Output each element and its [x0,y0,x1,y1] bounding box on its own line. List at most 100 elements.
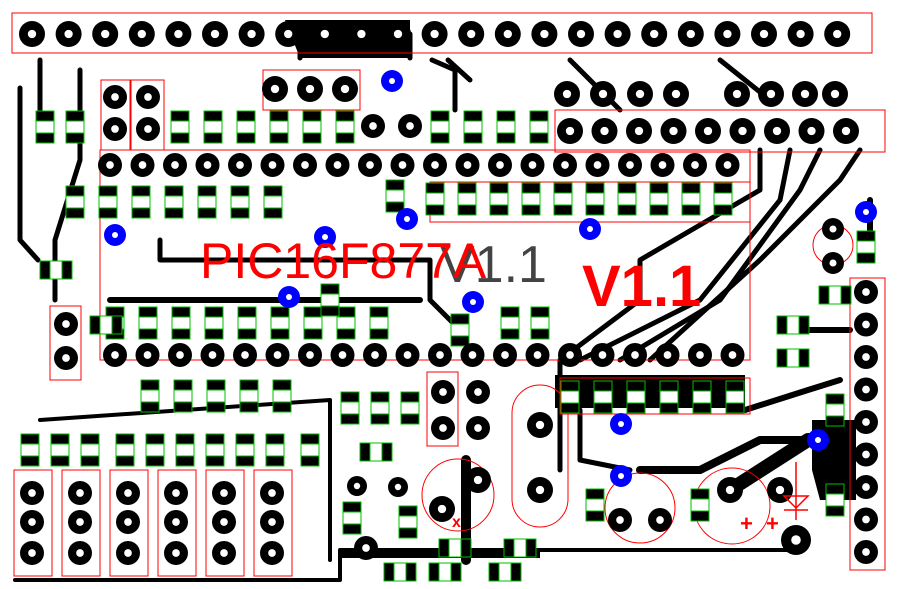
smd-component [235,433,255,467]
smd-component [203,110,223,144]
smd-component [503,538,537,558]
copper-trace [617,147,823,363]
through-hole-pad [627,81,653,107]
through-hole-pad [854,312,878,337]
through-hole-pad [604,21,631,47]
through-hole-pad [751,21,777,47]
through-hole-pad [553,153,577,177]
through-hole-pad [558,343,582,367]
through-hole-pad [212,541,236,565]
smd-component [270,306,290,340]
smd-component [383,562,417,582]
silk-outline [11,12,873,54]
smd-component [585,182,605,216]
through-hole-pad [260,153,285,177]
copper-trace [742,377,843,413]
through-hole-pad [116,541,140,565]
smd-component [529,110,549,144]
smd-component [530,306,550,340]
smd-component [659,380,679,414]
through-hole-pad [650,153,675,177]
through-hole-pad [568,21,594,47]
smd-component [265,433,285,467]
smd-component [230,185,250,219]
through-hole-pad [688,343,712,367]
through-hole-pad [531,21,558,47]
through-hole-pad [758,81,784,107]
through-hole-pad [431,380,455,404]
copper-trace [647,147,863,363]
through-hole-pad [781,525,811,555]
through-hole-pad [103,343,127,367]
smd-component [39,260,73,280]
smd-component [369,306,389,340]
through-hole-pad [854,345,878,369]
through-hole-pad [347,476,367,496]
via-hole [470,299,476,305]
through-hole-pad [20,541,44,565]
via-hole [618,473,624,479]
smd-component [145,433,165,467]
smd-component [681,182,701,216]
silk-outline [559,377,751,415]
through-hole-pad [527,412,553,438]
through-hole-pad [311,21,338,47]
through-hole-pad [212,481,236,505]
copper-trace [723,433,815,497]
through-hole-pad [330,343,355,367]
smd-component [500,306,520,340]
through-hole-pad [525,343,550,367]
through-hole-pad [54,312,78,336]
through-hole-pad [660,118,687,144]
smd-component [385,179,405,213]
through-hole-pad [325,153,350,177]
diode-symbol [782,462,810,520]
smd-component [340,391,360,425]
through-hole-pad [623,343,647,367]
smd-component [302,110,322,144]
through-hole-pad [554,81,580,107]
silk-outline [61,469,101,577]
through-hole-pad [233,343,257,367]
through-hole-pad [168,343,192,367]
smd-component [335,110,355,144]
smd-component [370,391,390,425]
smd-component [164,185,184,219]
through-hole-pad [488,153,512,177]
silk-outline [554,109,886,153]
through-hole-pad [428,343,452,367]
through-hole-pad [591,118,618,144]
through-hole-pad [55,21,82,47]
through-hole-pad [195,153,220,177]
smd-component [690,488,710,522]
through-hole-pad [648,508,672,532]
through-hole-pad [715,153,740,177]
through-hole-pad [385,21,411,47]
through-hole-pad [135,343,160,367]
polarity-plus-marking: + [740,511,753,536]
through-hole-pad [618,153,642,177]
through-hole-pad [590,81,616,107]
through-hole-pad [92,21,119,47]
silk-outline [604,472,676,544]
via-hole [587,226,593,232]
through-hole-pad [163,153,187,177]
smd-component [65,185,85,219]
smd-component [197,185,217,219]
through-hole-pad [293,153,317,177]
smd-component [237,306,257,340]
through-hole-pad [165,21,192,47]
through-hole-pad [332,76,358,102]
smd-component [521,182,541,216]
smd-component [430,110,450,144]
smd-component [776,348,810,368]
silk-outline [13,469,53,577]
through-hole-pad [824,21,851,47]
through-hole-pad [677,21,704,47]
through-hole-pad [822,218,844,240]
smd-components [20,110,876,582]
through-hole-pad [854,540,878,564]
smd-component [438,538,472,558]
through-hole-pad [798,118,825,144]
through-hole-pad [54,346,78,370]
